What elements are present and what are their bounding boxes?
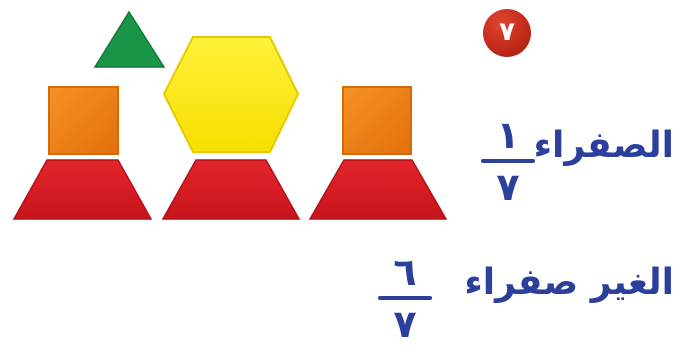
yellow-numerator: ١ [496, 113, 520, 157]
yellow-hexagon [162, 36, 300, 153]
orange-square-left [48, 86, 119, 155]
green-triangle [93, 10, 166, 68]
pattern-blocks-figure [12, 10, 448, 220]
non-yellow-denominator: ٧ [393, 302, 417, 346]
red-trapezoid-left [12, 159, 153, 220]
non-yellow-numerator: ٦ [393, 250, 417, 294]
red-trapezoid-right [308, 159, 448, 220]
yellow-fraction: ١ ٧ [478, 113, 538, 209]
fraction-bar [481, 159, 535, 163]
red-trapezoid-middle [161, 159, 301, 220]
fraction-bar [378, 296, 432, 300]
non-yellow-fraction: ٦ ٧ [375, 250, 435, 346]
orange-square-right [342, 86, 412, 155]
yellow-label: الصفراء [533, 125, 674, 166]
non-yellow-label: الغير صفراء [464, 262, 674, 303]
yellow-denominator: ٧ [496, 165, 520, 209]
problem-number-badge: ٧ [483, 9, 531, 57]
